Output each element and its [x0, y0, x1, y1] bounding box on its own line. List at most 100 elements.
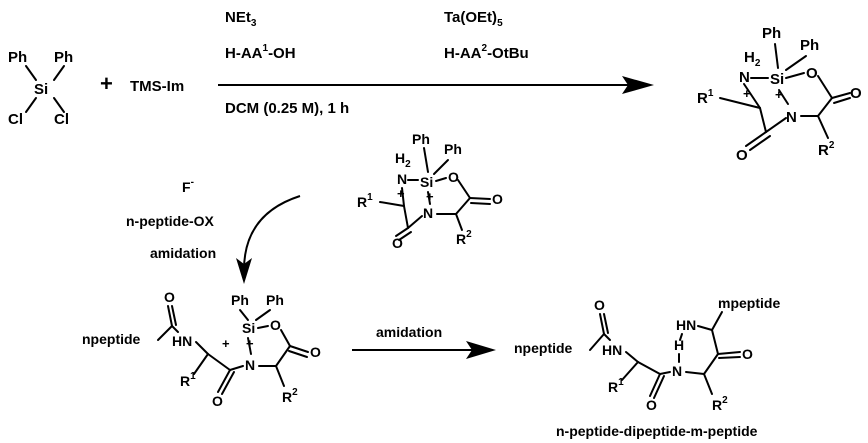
- bond: [659, 371, 671, 375]
- nitrogen-label: N: [672, 363, 682, 379]
- bond: [469, 197, 491, 200]
- bond: [395, 227, 409, 237]
- bond: [831, 92, 851, 99]
- bond: [455, 197, 471, 215]
- product-name-caption: n-peptide-dipeptide-m-peptide: [556, 423, 758, 439]
- nitrogen-label: N: [739, 69, 750, 86]
- bond: [759, 107, 767, 133]
- bond: [703, 373, 713, 395]
- bond: [247, 337, 252, 355]
- bond: [221, 371, 235, 395]
- positive-charge: +: [397, 186, 405, 201]
- chloro-label: Cl: [54, 111, 69, 128]
- bond: [817, 115, 829, 139]
- oxygen-label: O: [164, 289, 175, 305]
- bond: [703, 353, 719, 375]
- r2-substituent: R2: [818, 140, 835, 159]
- solvent-time: DCM (0.25 M), 1 h: [225, 100, 349, 117]
- bond: [833, 97, 851, 104]
- r1-substituent: R1: [357, 192, 373, 210]
- step-label-amidation: amidation: [376, 324, 442, 340]
- chloro-label: Cl: [8, 111, 23, 128]
- tms-imidazole-label: TMS-Im: [130, 78, 184, 95]
- reaction-arrow-top: [218, 76, 654, 94]
- arrow-head: [466, 341, 496, 359]
- bond: [711, 329, 719, 355]
- silicon-bicyclic-intermediate-top: Ph Ph H2 N Si O O + + N R1 O R2: [697, 25, 862, 164]
- bond: [774, 43, 779, 69]
- bond: [280, 329, 291, 347]
- silicon-label: Si: [34, 81, 48, 98]
- m-peptide-label: mpeptide: [718, 295, 780, 311]
- arrow-head: [622, 76, 654, 94]
- nitrogen-label: N: [423, 205, 433, 221]
- bond: [289, 345, 309, 353]
- bond: [401, 187, 405, 207]
- bond: [745, 131, 767, 147]
- reagent-n-peptide: n-peptide-OX: [126, 213, 215, 229]
- nitrogen-label: N: [786, 109, 797, 126]
- bond: [427, 191, 431, 205]
- bond: [717, 351, 741, 355]
- bond: [167, 305, 173, 327]
- phenyl-label: Ph: [444, 141, 462, 157]
- bond: [719, 97, 761, 109]
- bond: [785, 55, 807, 71]
- oxygen-label: O: [594, 297, 605, 313]
- arrow-head: [236, 258, 252, 284]
- bond: [423, 147, 429, 173]
- plus-sign: +: [100, 71, 113, 96]
- bond: [207, 353, 231, 371]
- bond: [193, 353, 209, 375]
- r1-substituent: R1: [608, 377, 624, 395]
- bond: [398, 231, 412, 241]
- positive-charge: +: [743, 86, 751, 101]
- oxygen-label: O: [492, 191, 503, 207]
- bond: [743, 83, 761, 109]
- bond: [649, 373, 661, 397]
- reagent-amino-acid-1: H-AA1-OH: [225, 43, 296, 62]
- silicon-label: Si: [420, 174, 433, 190]
- bond: [778, 89, 789, 105]
- r2-substituent: R2: [712, 395, 728, 413]
- positive-charge: +: [426, 189, 434, 204]
- phenyl-label: Ph: [8, 49, 27, 66]
- bond: [25, 65, 37, 81]
- phenyl-label: Ph: [266, 292, 284, 308]
- peptidyl-silicon-adduct: O npeptide HN Ph Ph Si O O + + N R1 O R2: [82, 289, 321, 409]
- n-peptide-label: npeptide: [514, 340, 573, 356]
- nitrogen-label: N: [397, 171, 407, 187]
- phenyl-label: Ph: [412, 131, 430, 147]
- oxygen-label: O: [270, 317, 281, 333]
- bond: [711, 311, 723, 331]
- r2-substituent: R2: [456, 229, 472, 247]
- step-label-amidation: amidation: [150, 245, 216, 261]
- bond: [25, 97, 37, 113]
- final-peptide-product: O npeptide HN mpeptide HN O H N R1 O R2 …: [514, 295, 780, 439]
- bond: [171, 325, 179, 333]
- phenyl-label: Ph: [54, 49, 73, 66]
- bond: [589, 333, 605, 351]
- silicon-label: Si: [770, 71, 784, 88]
- phenyl-label: Ph: [762, 25, 781, 42]
- bond: [275, 345, 291, 367]
- bond: [288, 350, 308, 358]
- r2-substituent: R2: [282, 387, 298, 405]
- bond: [625, 351, 639, 363]
- positive-charge: +: [222, 336, 230, 351]
- bond: [275, 365, 285, 387]
- reagent-triethylamine: NEt3: [225, 9, 257, 29]
- bond: [407, 215, 423, 229]
- bond: [621, 361, 639, 381]
- oxygen-label: O: [850, 85, 862, 102]
- bond: [455, 213, 463, 231]
- reagent-fluoride: F-: [182, 177, 194, 195]
- bond: [637, 361, 661, 375]
- oxygen-label: O: [392, 235, 403, 251]
- bond: [53, 65, 65, 81]
- dichlorodiphenylsilane: Ph Ph Si Cl Cl: [8, 49, 73, 128]
- reagent-amino-acid-2: H-AA2-OtBu: [444, 43, 529, 62]
- silicon-label: Si: [242, 320, 255, 336]
- reagent-tantalum-ethoxide: Ta(OEt)5: [444, 9, 503, 29]
- arrow-shaft: [243, 195, 301, 271]
